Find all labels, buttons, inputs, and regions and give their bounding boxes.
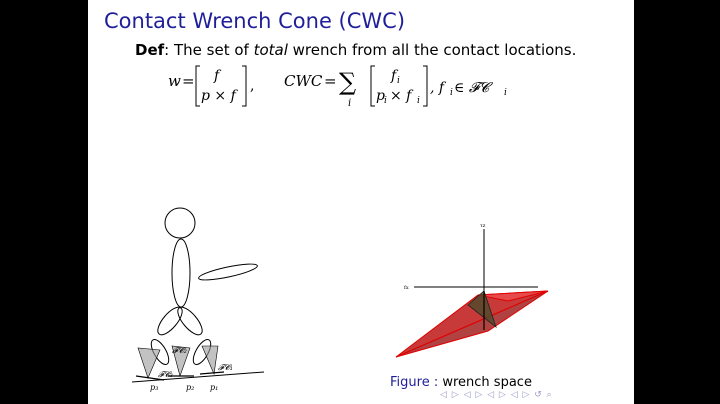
label-fc1: 𝓕𝓒₁ [218,363,233,372]
cwc-equation: w = f p × f , CWC = ∑ i f i p i × f i , … [168,65,507,109]
svg-text:i: i [504,88,507,98]
stick-figure-diagram: 𝓕𝓒₂ 𝓕𝓒₁ 𝓕𝓒₃ p₃ p₂ p₁ [131,207,265,392]
def-text-post: wrench from all the contact locations. [287,41,577,59]
eq-tail-in: ∈ 𝓕𝓒 [454,80,493,96]
beamer-nav-controls[interactable]: ◁ ▷ ◁ ▷ ◁ ▷ ◁ ▷ ↺ ⌕ [440,390,553,400]
cone-face-front [395,290,549,358]
friction-cone-3 [137,347,161,379]
eq-sum: ∑ [339,68,356,96]
label-p1: p₁ [210,383,218,392]
svg-text:i: i [450,88,453,98]
wrench-space-figure: τz fx [395,223,549,358]
svg-text:i: i [417,96,420,106]
figure-caption: Figure : wrench space [390,375,532,390]
eq-xfi: × f [390,88,414,104]
feet [135,371,225,381]
arm [198,263,258,281]
torso [171,238,191,308]
axis-label-left: fx [404,285,409,291]
def-label: Def [135,41,165,59]
label-p3: p₃ [150,383,158,392]
ground-line [131,371,265,383]
friction-cone-1 [201,345,219,376]
eq-tail: , f [430,80,447,96]
svg-text:i: i [384,96,387,106]
svg-text:=: = [324,72,337,90]
axis-label-top: τz [480,223,486,229]
label-fc2: 𝓕𝓒₂ [172,346,187,355]
eq-f: f [213,68,222,84]
thigh-right [177,306,203,336]
def-text-em: total [253,41,288,59]
definition-line: Def: The set of total wrench from all th… [135,41,576,59]
label-fc3: 𝓕𝓒₃ [158,370,173,379]
eq-fi: f [390,68,399,84]
figure-caption-text: wrench space [442,375,532,390]
figure-label: Figure : [390,375,439,390]
svg-text:=: = [182,72,195,90]
friction-cone-2 [171,345,191,378]
eq-cwc: CWC [284,72,323,90]
head [164,207,196,239]
eq-w: w [168,72,181,90]
def-text-pre: : The set of [164,41,254,59]
eq-sum-index: i [348,98,351,109]
eq-fi-sub: i [397,76,400,86]
slide: Contact Wrench Cone (CWC) Def: The set o… [88,0,634,404]
thigh-left [157,306,183,336]
label-p2: p₂ [186,383,194,392]
cone-face-top [477,290,549,302]
svg-text:,: , [250,78,254,94]
cone-inner [467,290,497,329]
eq-pxf: p × f [201,88,239,104]
eq-pi: p [376,88,385,104]
slide-title: Contact Wrench Cone (CWC) [104,9,406,33]
